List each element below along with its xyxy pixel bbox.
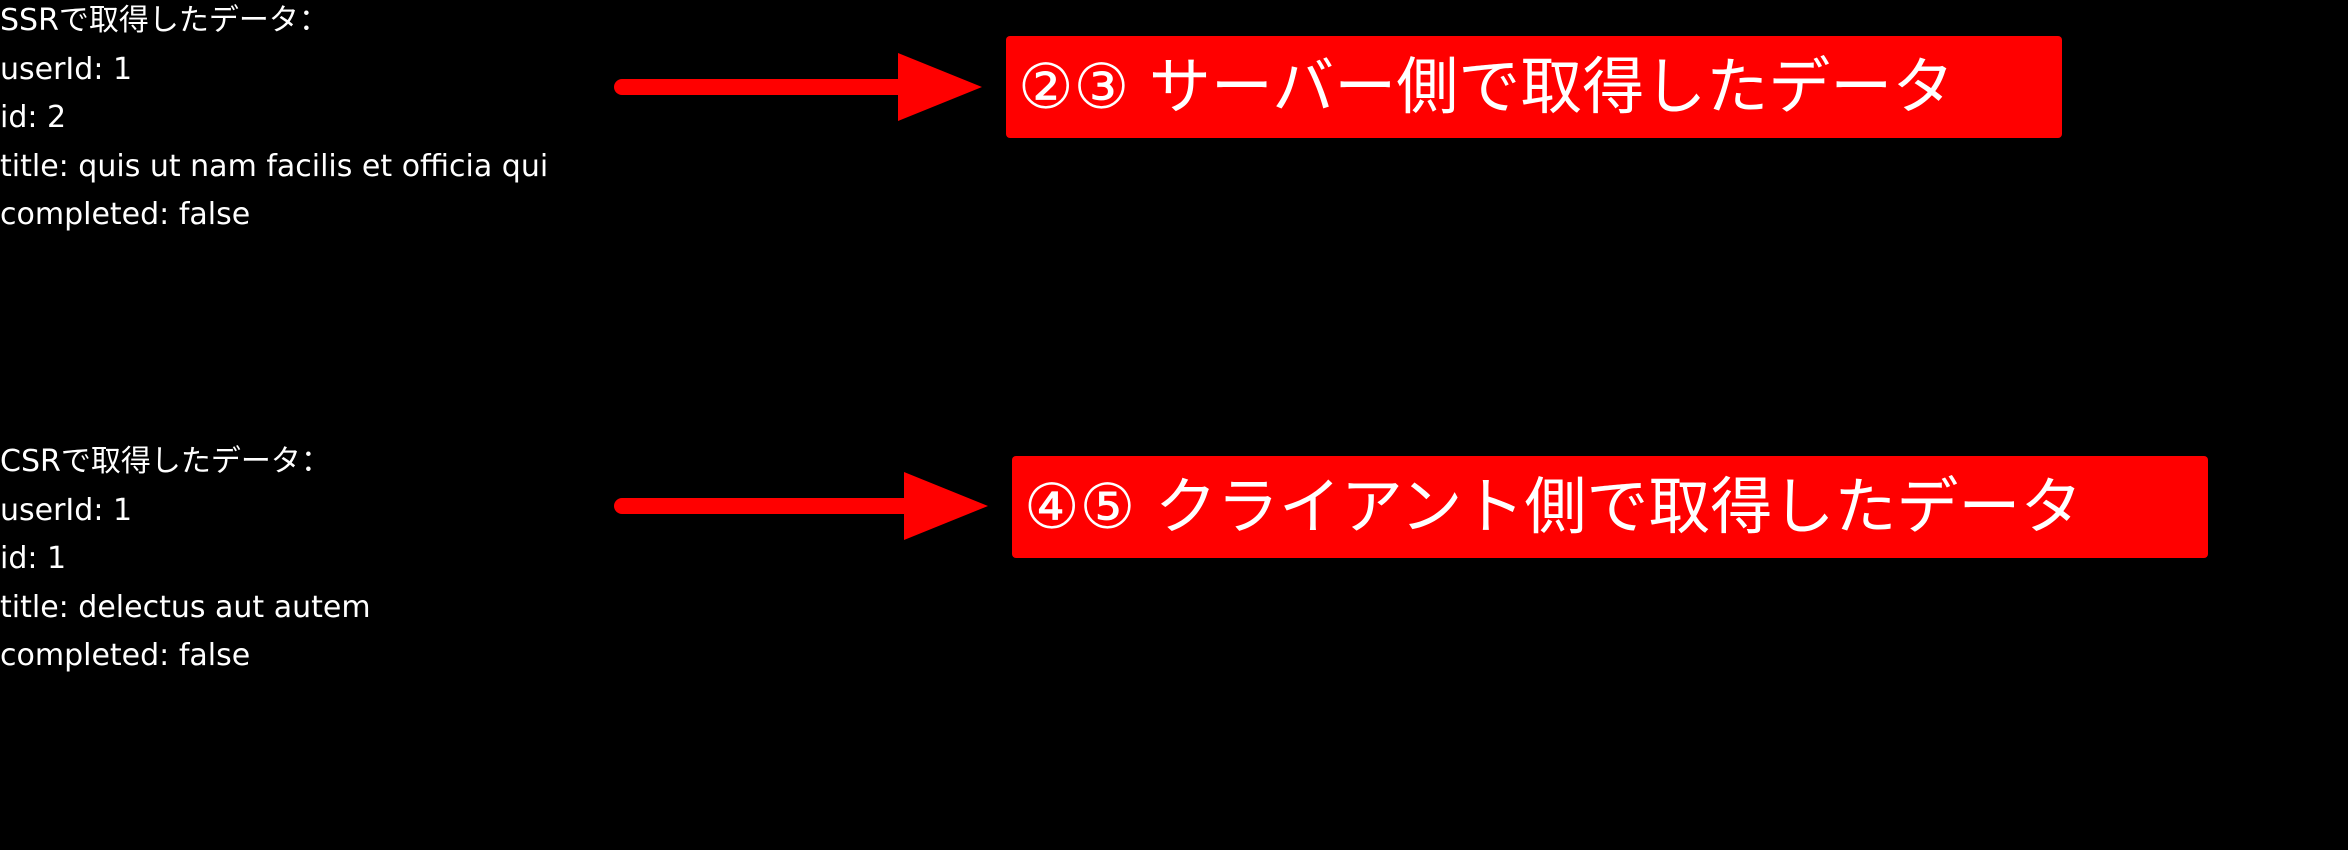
ssr-data-block: SSRで取得したデータ： userId: 1 id: 2 title: quis… xyxy=(0,0,548,240)
red-arrow-icon xyxy=(614,53,982,121)
csr-user-id: userId: 1 xyxy=(0,492,133,528)
csr-data-block: CSRで取得したデータ： userId: 1 id: 1 title: dele… xyxy=(0,438,371,681)
ssr-heading: SSRで取得したデータ： xyxy=(0,3,329,38)
csr-heading: CSRで取得したデータ： xyxy=(0,444,331,479)
ssr-title: title: quis ut nam facilis et officia qu… xyxy=(0,148,549,184)
ssr-completed: completed: false xyxy=(0,197,251,232)
ssr-user-id: userId: 1 xyxy=(0,51,133,87)
csr-annotation-label: ④⑤ クライアント側で取得したデータ xyxy=(1012,456,2208,558)
ssr-id: id: 2 xyxy=(0,100,67,135)
ssr-annotation-label: ②③ サーバー側で取得したデータ xyxy=(1006,36,2062,138)
red-arrow-icon xyxy=(614,472,988,540)
csr-id: id: 1 xyxy=(0,541,67,576)
csr-completed: completed: false xyxy=(0,638,251,673)
csr-title: title: delectus aut autem xyxy=(0,589,371,625)
